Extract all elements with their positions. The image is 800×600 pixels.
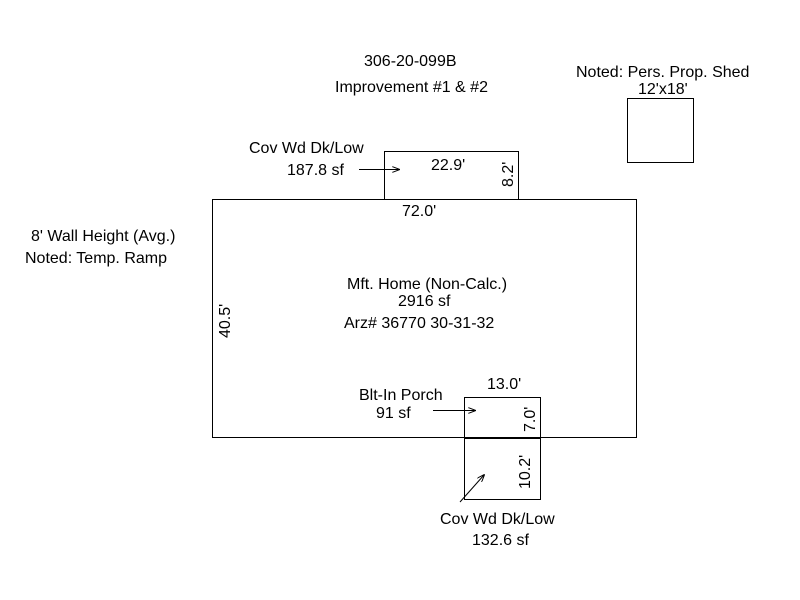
top-deck-area: 187.8 sf	[287, 162, 344, 179]
main-home-arz: Arz# 36770 30-31-32	[344, 315, 494, 332]
main-home-outline	[212, 199, 637, 438]
shed-size: 12'x18'	[638, 81, 688, 98]
main-home-area: 2916 sf	[398, 293, 451, 310]
main-height-dim: 40.5'	[217, 304, 234, 338]
porch-width-dim: 13.0'	[487, 376, 521, 393]
porch-label: Blt-In Porch	[359, 387, 443, 404]
top-deck-width-dim: 22.9'	[431, 157, 465, 174]
porch-depth-dim: 7.0'	[522, 407, 539, 432]
shed-outline	[627, 98, 694, 163]
bottom-deck-area: 132.6 sf	[472, 532, 529, 549]
improvement-label: Improvement #1 & #2	[335, 79, 488, 96]
porch-area: 91 sf	[376, 405, 411, 422]
main-width-dim: 72.0'	[402, 203, 436, 220]
wall-height-note: 8' Wall Height (Avg.)	[31, 228, 175, 245]
bottom-deck-label: Cov Wd Dk/Low	[440, 511, 555, 528]
bottom-deck-depth-dim: 10.2'	[517, 455, 534, 489]
top-deck-depth-dim: 8.2'	[500, 162, 517, 187]
parcel-id: 306-20-099B	[364, 53, 457, 70]
top-deck-label: Cov Wd Dk/Low	[249, 140, 364, 157]
bottom-deck-arrow	[459, 475, 484, 503]
main-home-name: Mft. Home (Non-Calc.)	[347, 276, 507, 293]
shed-note: Noted: Pers. Prop. Shed	[576, 64, 749, 81]
temp-ramp-note: Noted: Temp. Ramp	[25, 250, 167, 267]
